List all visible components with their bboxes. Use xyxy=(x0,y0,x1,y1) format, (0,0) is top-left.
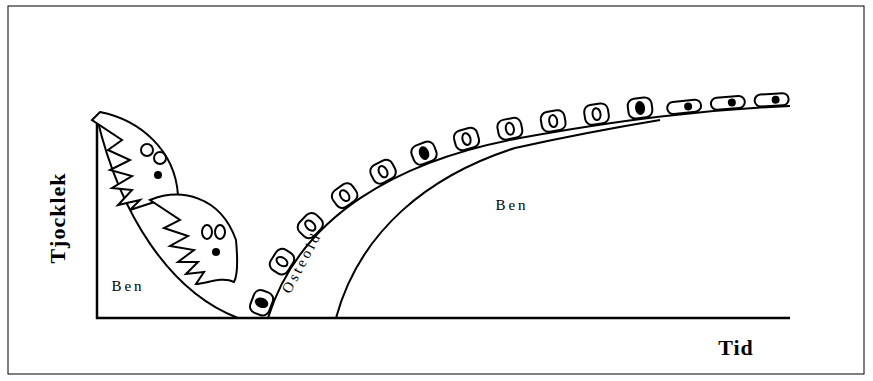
osteoblast xyxy=(627,97,653,120)
cell-nucleus xyxy=(377,165,390,179)
x-axis xyxy=(96,317,790,320)
cell-nucleus xyxy=(685,103,692,110)
y-axis xyxy=(96,118,99,319)
cell-nucleus xyxy=(548,114,558,127)
osteoblast xyxy=(540,109,567,133)
osteoclast-nucleus xyxy=(154,152,166,164)
cell-body xyxy=(667,99,702,114)
mineralization-front xyxy=(336,120,660,318)
cell-nucleus xyxy=(461,132,472,146)
lining-cell xyxy=(667,99,702,114)
cell-nucleus xyxy=(729,99,735,105)
cell-nucleus xyxy=(635,102,644,115)
cell-nucleus xyxy=(505,122,515,135)
osteoblast xyxy=(452,126,480,152)
cell-body xyxy=(627,97,653,120)
cell-body xyxy=(368,157,399,186)
cell-body xyxy=(754,93,789,107)
cell-body xyxy=(452,126,480,152)
cell-body xyxy=(583,102,610,125)
cell-nucleus xyxy=(338,188,352,202)
cell-body xyxy=(710,96,745,111)
axis-title: Tjocklek xyxy=(45,172,71,263)
lining-cell xyxy=(710,96,745,111)
osteoblast xyxy=(409,139,439,166)
osteoclast-nucleus xyxy=(141,144,153,156)
region-label: Ben xyxy=(111,278,144,295)
osteoclast xyxy=(150,195,237,284)
cell-body xyxy=(409,139,439,166)
cell-nucleus xyxy=(275,255,289,268)
osteoclast-nucleus xyxy=(215,225,225,239)
cell-nucleus xyxy=(772,97,778,103)
region-label: Ben xyxy=(495,197,528,214)
osteoblast xyxy=(329,180,360,210)
osteoblast xyxy=(583,102,610,125)
cell-nucleus xyxy=(592,108,602,121)
cell-body xyxy=(248,288,275,318)
frame xyxy=(8,6,864,374)
osteoblast-row xyxy=(248,93,789,318)
osteoclast-nucleus xyxy=(202,225,212,239)
osteoblast xyxy=(368,157,399,186)
osteoclast-nucleus xyxy=(154,171,162,179)
lining-cell xyxy=(754,93,789,107)
cell-body xyxy=(329,180,360,210)
cell-nucleus xyxy=(255,297,269,309)
osteoid-surface xyxy=(268,106,790,318)
cell-nucleus xyxy=(418,146,430,160)
axis-title: Tid xyxy=(718,335,754,361)
cell-body xyxy=(540,109,567,133)
osteoblast xyxy=(496,117,523,141)
osteoblast xyxy=(248,288,275,318)
cell-body xyxy=(496,117,523,141)
osteoclast-nucleus xyxy=(212,248,220,256)
